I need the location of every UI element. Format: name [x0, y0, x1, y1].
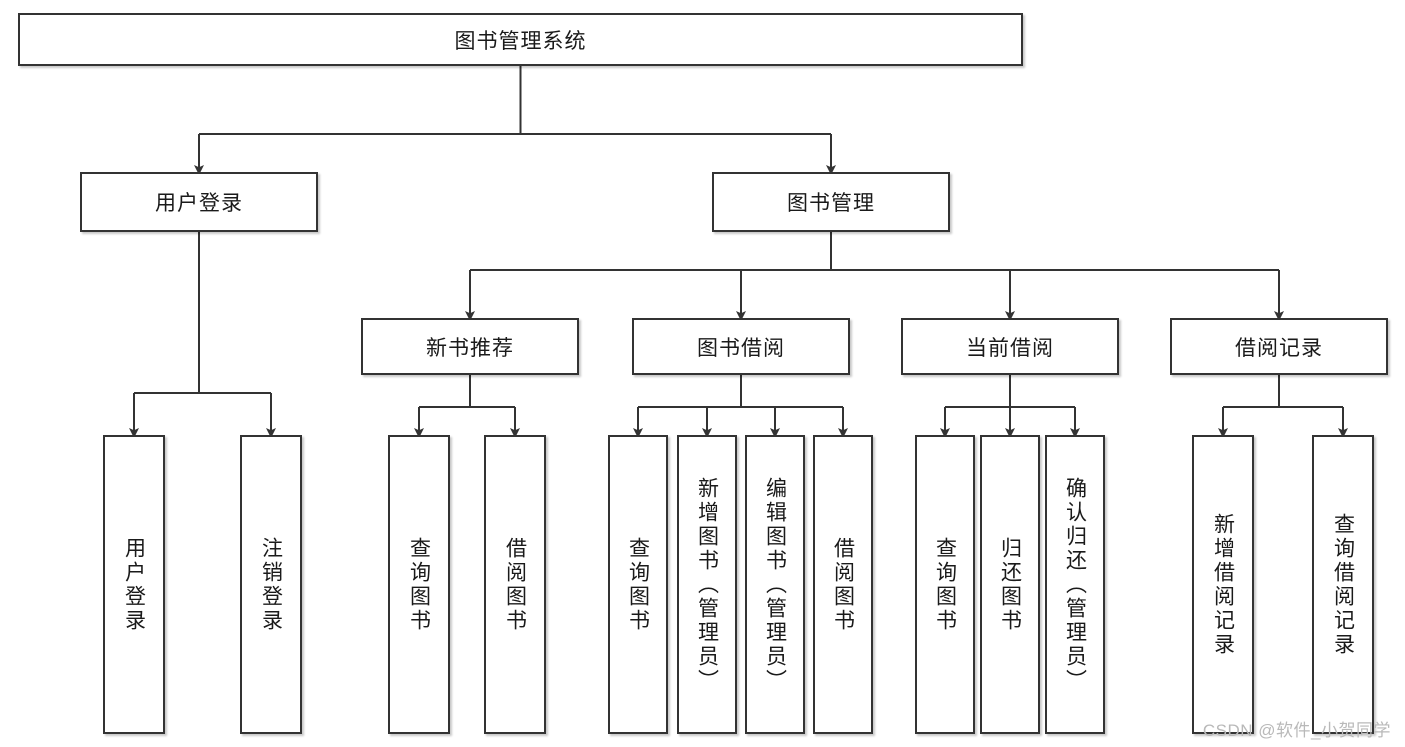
node-label: 注销登录	[259, 536, 283, 633]
node-l-login: 用户登录	[103, 435, 165, 734]
node-label: 图书借阅	[697, 336, 785, 360]
node-label: 查询图书	[407, 536, 431, 633]
node-label: 新书推荐	[426, 336, 514, 360]
node-l-borrow2: 借阅图书	[813, 435, 873, 734]
node-label: 查询图书	[933, 536, 957, 633]
node-l-edit: 编辑图书（管理员）	[745, 435, 805, 734]
watermark-label: CSDN @软件_小贺同学	[1202, 721, 1391, 740]
node-label: 图书管理	[787, 192, 875, 215]
node-label: 查询图书	[626, 536, 650, 633]
node-records: 借阅记录	[1170, 318, 1388, 375]
node-l-queryrec: 查询借阅记录	[1312, 435, 1374, 734]
node-label: 图书管理系统	[454, 29, 587, 53]
node-label: 借阅记录	[1235, 336, 1323, 360]
node-bookmgmt: 图书管理	[712, 172, 950, 232]
node-l-return: 归还图书	[980, 435, 1040, 734]
node-l-borrow1: 借阅图书	[484, 435, 546, 734]
node-newbook: 新书推荐	[361, 318, 579, 375]
node-l-query1: 查询图书	[388, 435, 450, 734]
node-current: 当前借阅	[901, 318, 1119, 375]
node-label: 新增图书（管理员）	[695, 476, 719, 693]
node-l-confirm: 确认归还（管理员）	[1045, 435, 1105, 734]
node-label: 归还图书	[998, 536, 1022, 633]
node-l-add: 新增图书（管理员）	[677, 435, 737, 734]
node-l-query2: 查询图书	[608, 435, 668, 734]
node-borrow: 图书借阅	[632, 318, 850, 375]
node-label: 用户登录	[122, 536, 146, 633]
node-label: 编辑图书（管理员）	[763, 476, 787, 693]
node-login: 用户登录	[80, 172, 318, 232]
node-l-logout: 注销登录	[240, 435, 302, 734]
node-label: 确认归还（管理员）	[1063, 476, 1087, 693]
node-l-query3: 查询图书	[915, 435, 975, 734]
node-label: 用户登录	[155, 192, 243, 215]
node-label: 借阅图书	[831, 536, 855, 633]
node-l-addrec: 新增借阅记录	[1192, 435, 1254, 734]
node-label: 新增借阅记录	[1211, 512, 1235, 657]
node-label: 查询借阅记录	[1331, 512, 1355, 657]
node-label: 借阅图书	[503, 536, 527, 633]
node-root: 图书管理系统	[18, 13, 1023, 66]
node-label: 当前借阅	[966, 336, 1054, 360]
